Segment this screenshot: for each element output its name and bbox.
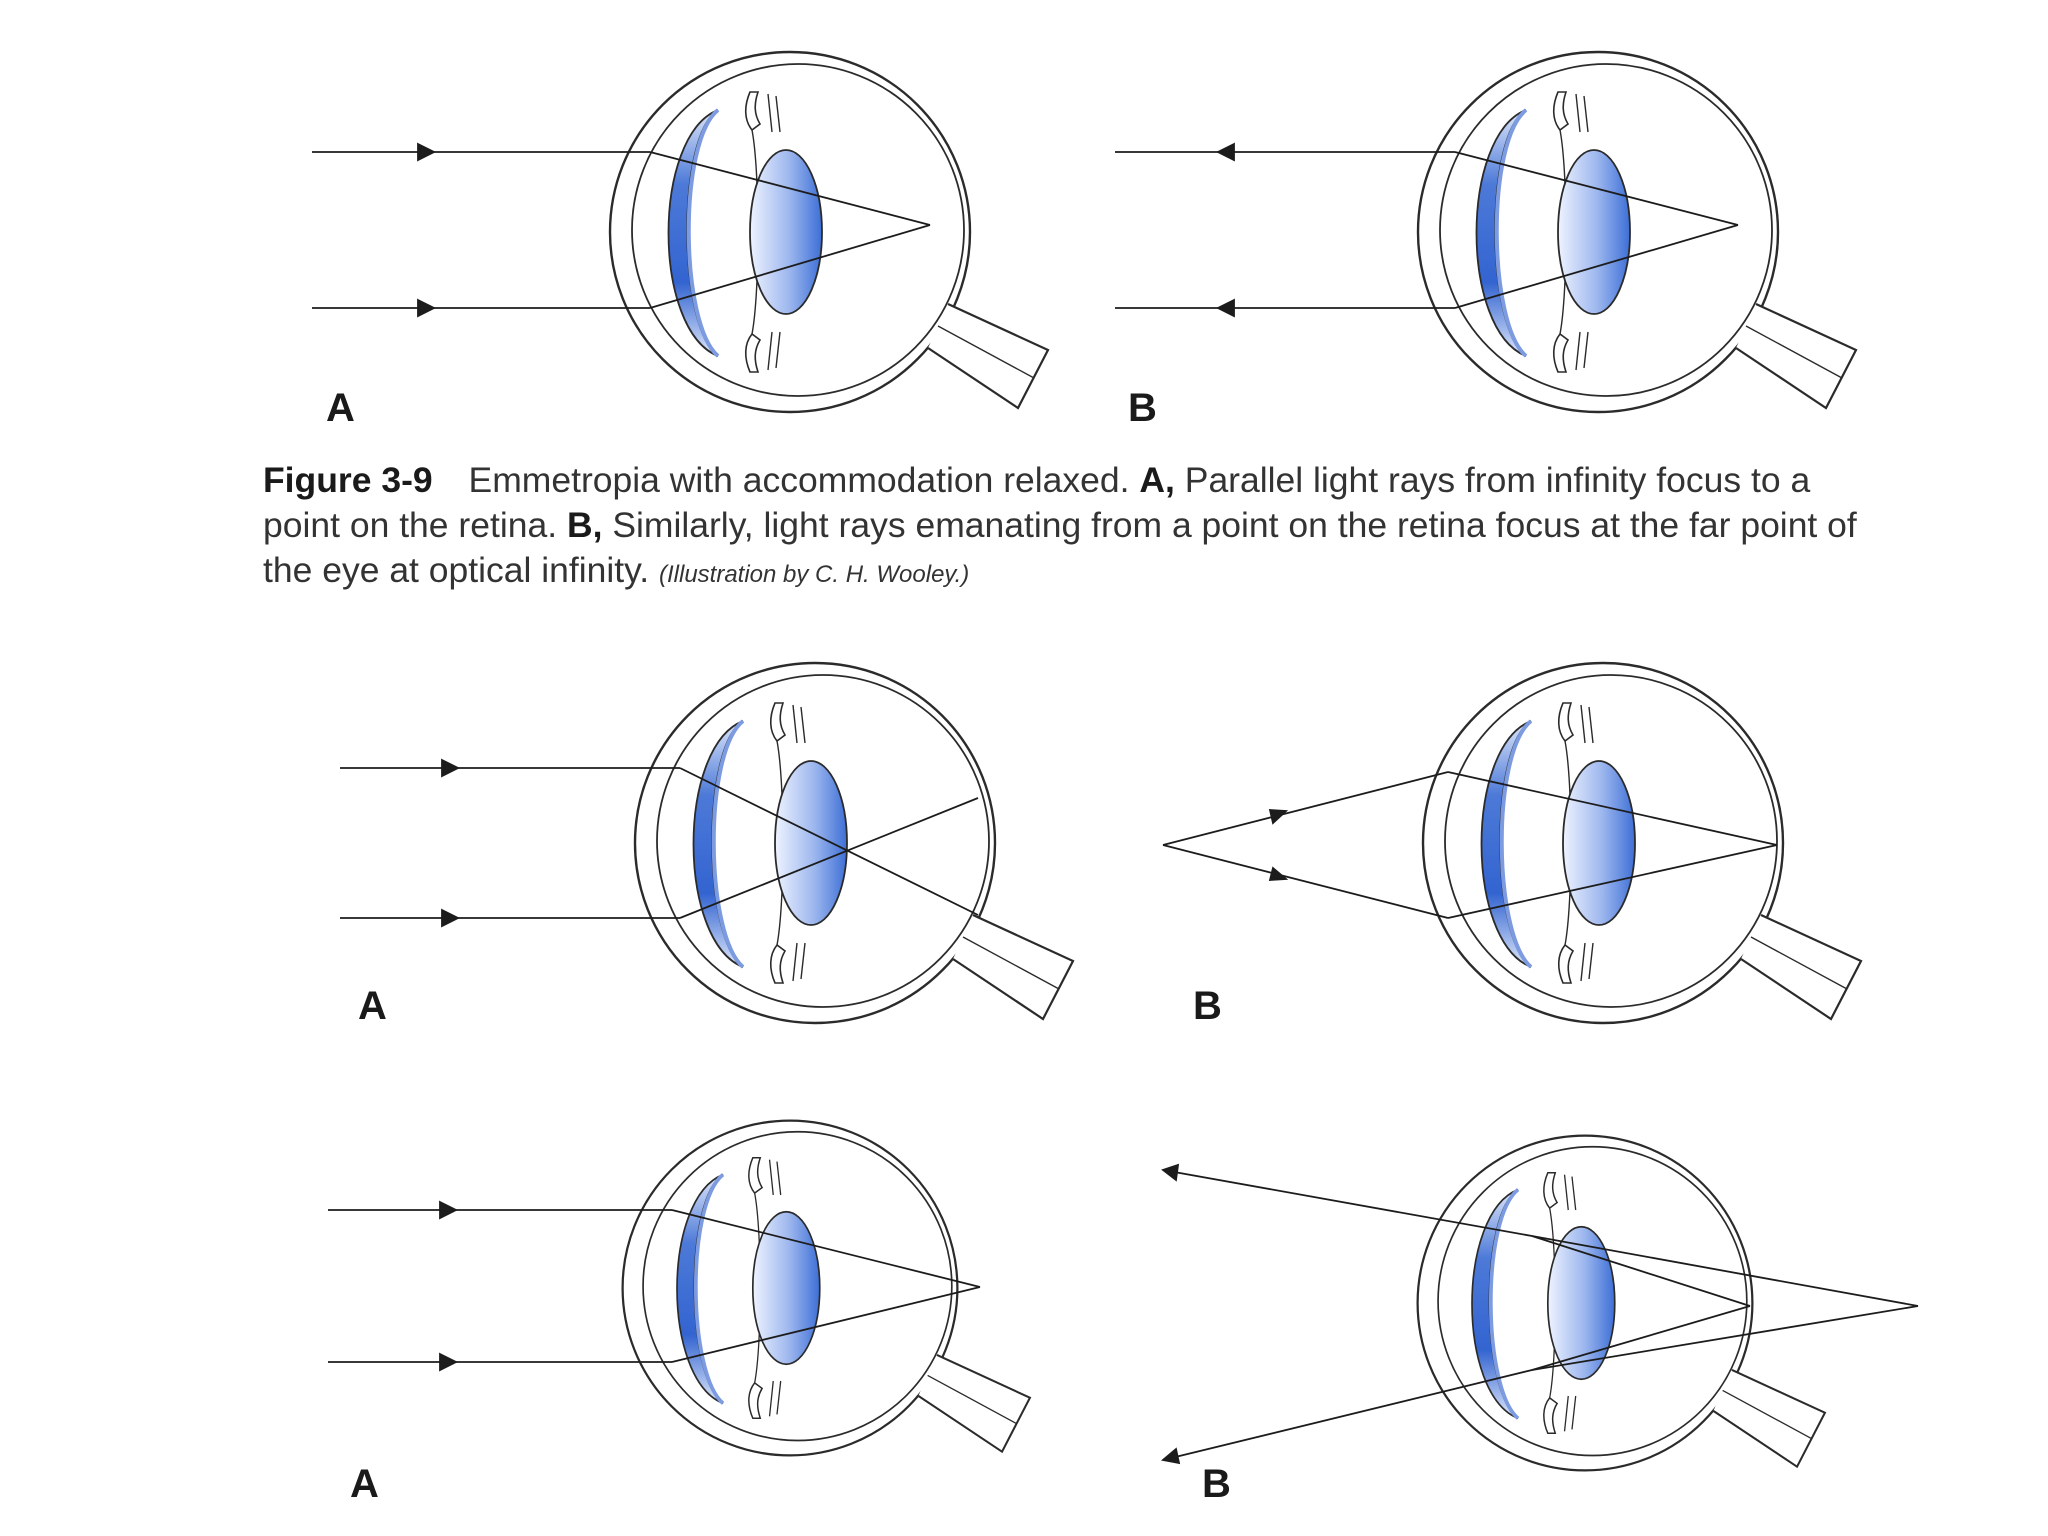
eye-panel-bottom-left <box>620 1118 1032 1458</box>
panel-label-top-b: B <box>1128 386 1157 430</box>
panel-label-top-a: A <box>326 386 355 430</box>
panel-label-bottom-a: A <box>350 1462 379 1506</box>
eye-panel-top-right <box>1416 50 1858 414</box>
caption-b-label: B, <box>566 505 603 545</box>
caption-a-label: A, <box>1139 460 1175 500</box>
caption-b-text: Similarly, light rays emanating from a p… <box>263 505 1857 590</box>
figure-number: Figure 3-9 <box>263 460 433 500</box>
eye-panel-middle-right <box>1421 661 1863 1025</box>
caption-credit: (Illustration by C. H. Wooley.) <box>659 561 970 588</box>
rays-top-right <box>1115 142 1739 318</box>
rays-middle-left <box>340 758 979 928</box>
rays-top-left <box>312 142 931 318</box>
caption-intro: Emmetropia with accommodation relaxed. <box>468 460 1130 500</box>
eye-panel-middle-left <box>633 661 1075 1025</box>
panel-label-middle-b: B <box>1193 984 1222 1028</box>
eye-panel-top-left <box>608 50 1050 414</box>
rays-middle-right <box>1162 771 1778 919</box>
rays-bottom-right <box>1160 1163 1919 1465</box>
eye-panel-bottom-right <box>1415 1133 1827 1473</box>
caption-a-text: Parallel light rays from infinity focus … <box>263 460 1811 545</box>
figure-caption: Figure 3-9 Emmetropia with accommodation… <box>263 458 1883 597</box>
panel-label-bottom-b: B <box>1202 1462 1231 1506</box>
rays-bottom-left <box>328 1200 981 1372</box>
panel-label-middle-a: A <box>358 984 387 1028</box>
